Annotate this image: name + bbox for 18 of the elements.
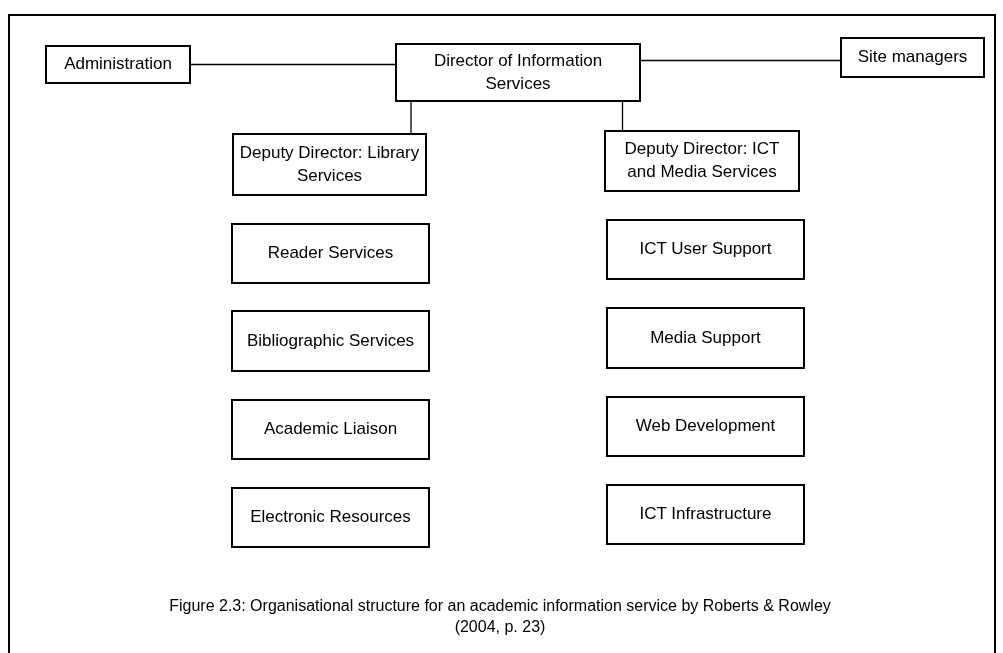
connector-line xyxy=(190,63,396,66)
org-box: Administration xyxy=(45,45,191,84)
org-box: Site managers xyxy=(840,37,985,78)
org-box: ICT User Support xyxy=(606,219,805,280)
org-box: ICT Infrastructure xyxy=(606,484,805,545)
org-box: Academic Liaison xyxy=(231,399,430,460)
org-box: Electronic Resources xyxy=(231,487,430,548)
org-box: Deputy Director: ICT and Media Services xyxy=(604,130,800,192)
org-box: Web Development xyxy=(606,396,805,457)
connector-line xyxy=(640,59,841,62)
org-box: Director of Information Services xyxy=(395,43,641,102)
org-box: Reader Services xyxy=(231,223,430,284)
connector-line xyxy=(621,101,624,131)
org-box: Media Support xyxy=(606,307,805,369)
figure-caption: Figure 2.3: Organisational structure for an academic information service by Roberts & Rowley (2004, p. 23) xyxy=(168,596,832,637)
org-box: Deputy Director: Library Services xyxy=(232,133,427,196)
org-box: Bibliographic Services xyxy=(231,310,430,372)
connector-line xyxy=(410,101,412,134)
